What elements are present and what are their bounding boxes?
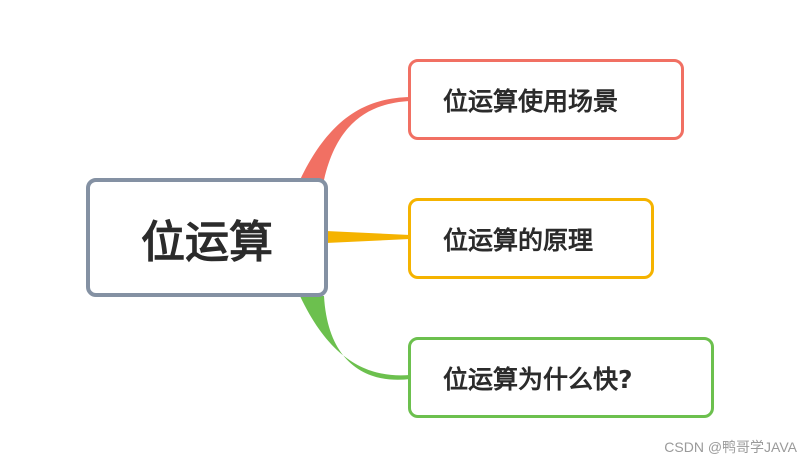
- csdn-watermark: CSDN @鸭哥学JAVA: [664, 439, 797, 455]
- connector-branch-1: [300, 97, 410, 180]
- branch-node-why-fast[interactable]: 位运算为什么快?: [408, 337, 714, 418]
- branch-node-usage-scenarios[interactable]: 位运算使用场景: [408, 59, 684, 140]
- branch-node-principle[interactable]: 位运算的原理: [408, 198, 654, 279]
- connector-branch-2: [326, 231, 410, 243]
- root-node[interactable]: 位运算: [86, 178, 328, 297]
- connector-branch-3: [300, 296, 410, 380]
